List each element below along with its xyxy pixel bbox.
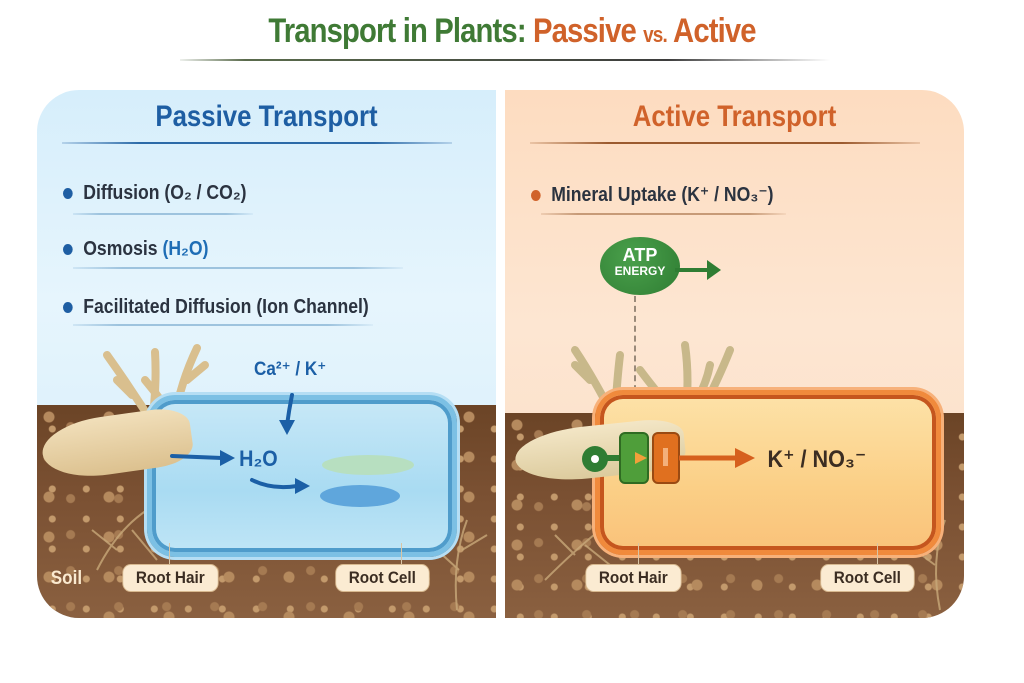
leader-line bbox=[169, 543, 170, 565]
bullet-chem: (K⁺ / NO₃⁻) bbox=[681, 184, 774, 206]
passive-transport-panel: Passive Transport Diffusion (O₂ / CO₂) O… bbox=[37, 90, 496, 618]
active-heading-rule bbox=[530, 142, 920, 144]
active-heading: Active Transport bbox=[632, 100, 837, 133]
title-part-active: Active bbox=[673, 12, 756, 50]
bullet-rule bbox=[73, 267, 403, 269]
bullet-label: Osmosis bbox=[83, 238, 158, 260]
root-cell-passive bbox=[147, 395, 457, 557]
water-label: H₂O bbox=[239, 446, 278, 471]
bullet-rule bbox=[73, 324, 373, 326]
bullet-facilitated-diffusion: Facilitated Diffusion (Ion Channel) bbox=[63, 296, 369, 319]
membrane-pump-icon bbox=[582, 432, 755, 484]
organelle-icon bbox=[322, 455, 414, 475]
root-cell-label: Root Cell bbox=[335, 564, 430, 592]
root-hair-label: Root Hair bbox=[122, 564, 219, 592]
bullet-mineral-uptake: Mineral Uptake (K⁺ / NO₃⁻) bbox=[531, 182, 774, 207]
bullet-label: Facilitated Diffusion bbox=[83, 296, 252, 318]
bullet-label: Mineral Uptake bbox=[551, 184, 677, 206]
leader-line bbox=[877, 543, 878, 565]
atp-energy-bubble: ATP ENERGY bbox=[600, 237, 680, 295]
title-underline bbox=[180, 59, 830, 61]
transport-arrows-icon bbox=[170, 393, 310, 494]
title-part-passive: Passive bbox=[532, 12, 637, 50]
leader-line bbox=[401, 543, 402, 565]
bullet-dot-icon bbox=[63, 244, 73, 256]
energy-label: ENERGY bbox=[614, 264, 666, 278]
bullet-chem: (Ion Channel) bbox=[256, 296, 369, 318]
title-vs: vs. bbox=[643, 22, 668, 47]
leader-line bbox=[638, 543, 639, 565]
soil-label: Soil bbox=[50, 568, 83, 589]
title-part-transport: Transport in Plants: bbox=[268, 12, 526, 50]
bullet-rule bbox=[73, 213, 253, 215]
bullet-chem: (H₂O) bbox=[162, 238, 209, 260]
atp-arrow-icon bbox=[675, 260, 721, 280]
passive-heading: Passive Transport bbox=[155, 100, 378, 133]
bullet-chem: (O₂ / CO₂) bbox=[164, 182, 247, 204]
root-cell-label: Root Cell bbox=[820, 564, 915, 592]
bullet-dot-icon bbox=[63, 302, 73, 314]
bullet-diffusion: Diffusion (O₂ / CO₂) bbox=[63, 182, 247, 205]
atp-label: ATP bbox=[622, 245, 658, 265]
bullet-dot-icon bbox=[531, 190, 541, 202]
bullet-rule bbox=[541, 213, 786, 215]
page-title: Transport in Plants: Passive vs. Active bbox=[72, 12, 953, 51]
bullet-osmosis: Osmosis (H₂O) bbox=[63, 238, 208, 261]
atp-dashed-line bbox=[634, 296, 636, 411]
ion-label: K⁺ / NO₃⁻ bbox=[767, 446, 867, 473]
root-hair-label: Root Hair bbox=[585, 564, 682, 592]
active-transport-panel: Active Transport Mineral Uptake (K⁺ / NO… bbox=[505, 90, 964, 618]
passive-heading-rule bbox=[62, 142, 452, 144]
bullet-label: Diffusion bbox=[83, 182, 160, 204]
ion-label: Ca²⁺ / K⁺ bbox=[254, 359, 327, 380]
vacuole-icon bbox=[320, 485, 400, 507]
bullet-dot-icon bbox=[63, 188, 73, 200]
